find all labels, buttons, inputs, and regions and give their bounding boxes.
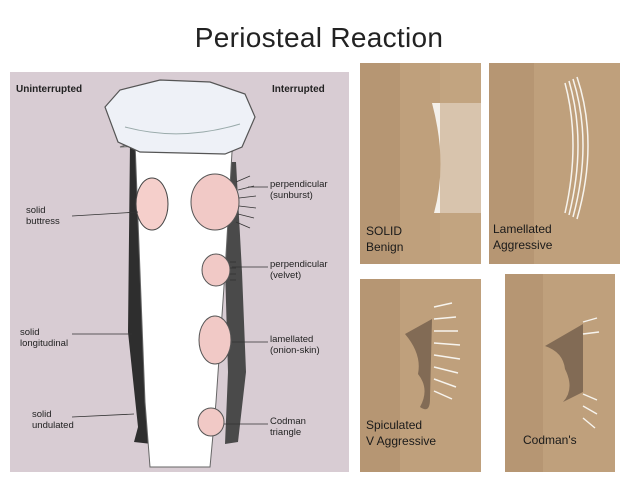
slide-title: Periosteal Reaction xyxy=(194,22,444,53)
label-perpendicular-velvet: perpendicular (velvet) xyxy=(270,259,328,281)
periosteal-diagram: Uninterrupted Interrupted solid buttress… xyxy=(10,72,349,472)
photo-spiculated-v-aggressive: Spiculated V Aggressive xyxy=(360,279,481,472)
photo-codmans: Codman's xyxy=(505,274,615,472)
photo-label-codmans: Codman's xyxy=(523,433,577,447)
label-solid-buttress: solid buttress xyxy=(26,205,60,227)
photo-solid-benign: SOLID Benign xyxy=(360,63,481,264)
label-lamellated-onion-skin: lamellated (onion-skin) xyxy=(270,334,320,356)
photo-label-solid: SOLID Benign xyxy=(366,224,404,254)
header-interrupted: Interrupted xyxy=(272,84,325,95)
label-perpendicular-sunburst: perpendicular (sunburst) xyxy=(270,179,328,201)
photo-label-lamellated: Lamellated Aggressive xyxy=(493,222,553,252)
label-solid-longitudinal: solid longitudinal xyxy=(20,327,69,349)
label-codman-triangle: Codman triangle xyxy=(270,416,306,438)
header-uninterrupted: Uninterrupted xyxy=(16,84,83,95)
photo-lamellated-aggressive: Lamellated Aggressive xyxy=(489,63,620,264)
bone-illustration xyxy=(71,79,268,468)
label-solid-undulated: solid undulated xyxy=(32,409,74,431)
photo-label-spiculated: Spiculated V Aggressive xyxy=(366,418,437,448)
